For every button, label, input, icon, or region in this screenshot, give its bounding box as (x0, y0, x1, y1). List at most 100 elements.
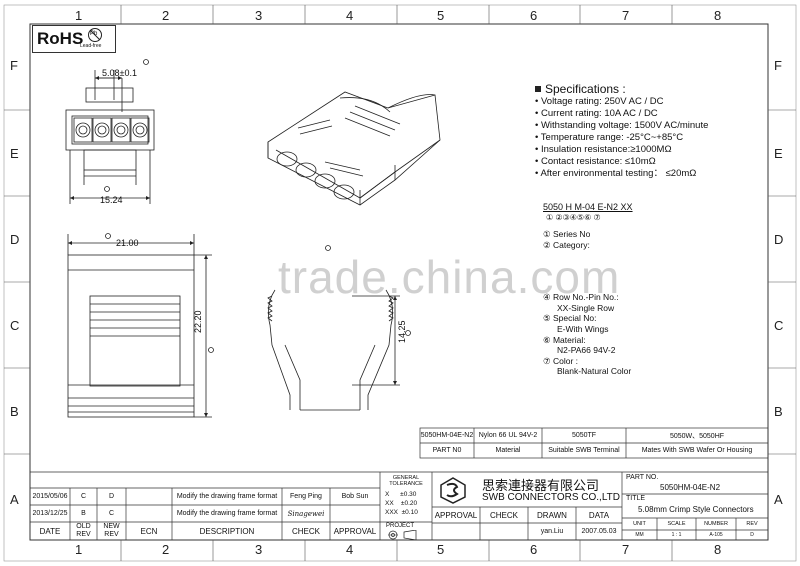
signoff-h-drawn: DRAWN (537, 510, 567, 520)
rohs-label: RoHS (37, 29, 84, 48)
tolerance-lines: X ±0.30 XX ±0.20 XXX ±0.10 (385, 490, 418, 517)
zone-bottom-2: 2 (162, 542, 170, 557)
zone-top-6: 6 (530, 8, 538, 23)
rev-row2-ecn (126, 505, 172, 522)
pb-label: Pb (90, 31, 98, 37)
zone-top-2: 2 (162, 8, 170, 23)
project-label: PROJECT (386, 523, 415, 529)
spec-item-0: • Voltage rating: 250V AC / DC (535, 96, 664, 107)
spec-title: Specifications : (545, 82, 626, 96)
rohs-badge: RoHS Pb Lead-free (32, 25, 116, 53)
rev-header-old: OLD REV (76, 523, 91, 538)
zone-bottom-6: 6 (530, 542, 538, 557)
tb-scale: 1 : 1 (671, 532, 682, 538)
legend-series: ① Series No (543, 229, 591, 239)
swb-logo-icon (440, 477, 466, 504)
legend-row-pin: ④ Row No.-Pin No.: (543, 292, 619, 303)
signoff-data: 2007.05.03 (581, 528, 617, 535)
rev-row1-old: C (80, 493, 87, 500)
tolerance-xxx: XXX ±0.10 (385, 509, 418, 516)
tb-h-number: NUMBER (704, 521, 728, 527)
legend-color: ⑦ Color : (543, 355, 579, 366)
part-table-h-partno: PART N0 (432, 447, 462, 454)
zone-left-F: F (10, 58, 18, 73)
rev-row1-approval: Bob Sun (341, 493, 369, 500)
spec-item-5: • Contact resistance: ≤10mΩ (535, 156, 656, 167)
zone-left-C: C (10, 318, 20, 333)
part-table-material: Nylon 66 UL 94V-2 (478, 432, 538, 439)
lead-free-caption: Lead-free (80, 43, 102, 49)
rev-row2-desc: Modify the drawing frame format (176, 510, 278, 517)
part-table-terminal: 5050TF (571, 432, 597, 439)
tolerance-xx: XX ±0.20 (385, 500, 418, 507)
zone-top-8: 8 (714, 8, 722, 23)
dim-width-front: 21.00 (116, 238, 139, 248)
zone-right-C: C (774, 318, 784, 333)
zone-right-A: A (774, 492, 783, 507)
part-table-h-terminal: Suitable SWB Terminal (548, 447, 620, 454)
part-table-mates: 5050W、5050HF (669, 432, 725, 440)
zone-left-D: D (10, 232, 20, 247)
rev-row1-ecn (126, 488, 172, 505)
rev-row1-desc: Modify the drawing frame format (176, 493, 278, 500)
dim-pitch: 5.08±0.1 (102, 68, 137, 78)
rev-header-ecn: ECN (140, 526, 158, 536)
tolerance-x: X ±0.30 (385, 491, 417, 498)
spec-bullet-icon (535, 86, 541, 92)
zone-left-E: E (10, 146, 19, 161)
zone-top-1: 1 (75, 8, 83, 23)
title-label: TITLE (626, 495, 646, 502)
legend-row-pin-value: XX-Single Row (557, 302, 615, 313)
zone-bottom-5: 5 (437, 542, 445, 557)
company-name-cn: 思索連接器有限公司 (482, 478, 600, 493)
legend-special: ⑤ Special No: (543, 313, 597, 324)
part-table-partno: 5050HM-04E-N2 (420, 432, 474, 439)
tb-number: A-105 (709, 532, 723, 538)
legend-material: ⑥ Material: (543, 334, 586, 345)
zone-top-7: 7 (622, 8, 630, 23)
rev-row2-check: Sinagewei (287, 509, 325, 518)
signoff-check (480, 523, 528, 540)
part-table-h-material: Material (495, 447, 521, 454)
zone-bottom-3: 3 (255, 542, 263, 557)
projection-symbol-icon (388, 530, 417, 540)
zone-right-B: B (774, 404, 783, 419)
zone-bottom-8: 8 (714, 542, 722, 557)
part-code-legend: ① Series No ② Category: ④ Row No.-Pin No… (543, 229, 631, 377)
zone-bottom-1: 1 (75, 542, 83, 557)
rev-header-approval: APPROVAL (333, 526, 377, 536)
rev-header-new: NEW REV (103, 523, 120, 538)
rev-header-desc: DESCRIPTION (199, 526, 255, 536)
zone-right-E: E (774, 146, 783, 161)
spec-item-2: • Withstanding voltage: 1500V AC/minute (535, 120, 709, 131)
tb-unit: MM (635, 532, 644, 538)
zone-right-D: D (774, 232, 784, 247)
rev-header-date: DATE (39, 526, 61, 536)
lead-free-icon (88, 28, 102, 42)
rev-row2-new: C (108, 510, 115, 517)
legend-color-value: Blank-Natural Color (557, 366, 632, 377)
zone-left-B: B (10, 404, 19, 419)
rev-row2-approval (330, 505, 380, 522)
tb-h-rev: REV (746, 521, 758, 527)
zone-bottom-4: 4 (346, 542, 354, 557)
zone-right-F: F (774, 58, 782, 73)
part-code-markers: ① ②③④⑤⑥ ⑦ (546, 213, 601, 222)
tb-h-unit: UNIT (633, 521, 646, 527)
zone-left-A: A (10, 492, 19, 507)
signoff-approval (432, 523, 480, 540)
spec-item-4: • Insulation resistance:≥1000MΩ (535, 144, 672, 155)
signoff-drawn: yan.Liu (540, 528, 564, 535)
specifications-block: Specifications : • Voltage rating: 250V … (535, 82, 760, 180)
rev-row2-old: B (81, 510, 86, 517)
spec-item-3: • Temperature range: -25°C~+85°C (535, 132, 684, 143)
spec-item-6: • After environmental testing： ≤20mΩ (535, 168, 697, 179)
title-value: 5.08mm Crimp Style Connectors (638, 505, 754, 514)
rev-row1-check: Feng Ping (290, 493, 322, 500)
legend-category: ② Category: (543, 239, 590, 250)
signoff-h-data: DATA (588, 510, 610, 520)
tb-h-scale: SCALE (667, 521, 686, 527)
